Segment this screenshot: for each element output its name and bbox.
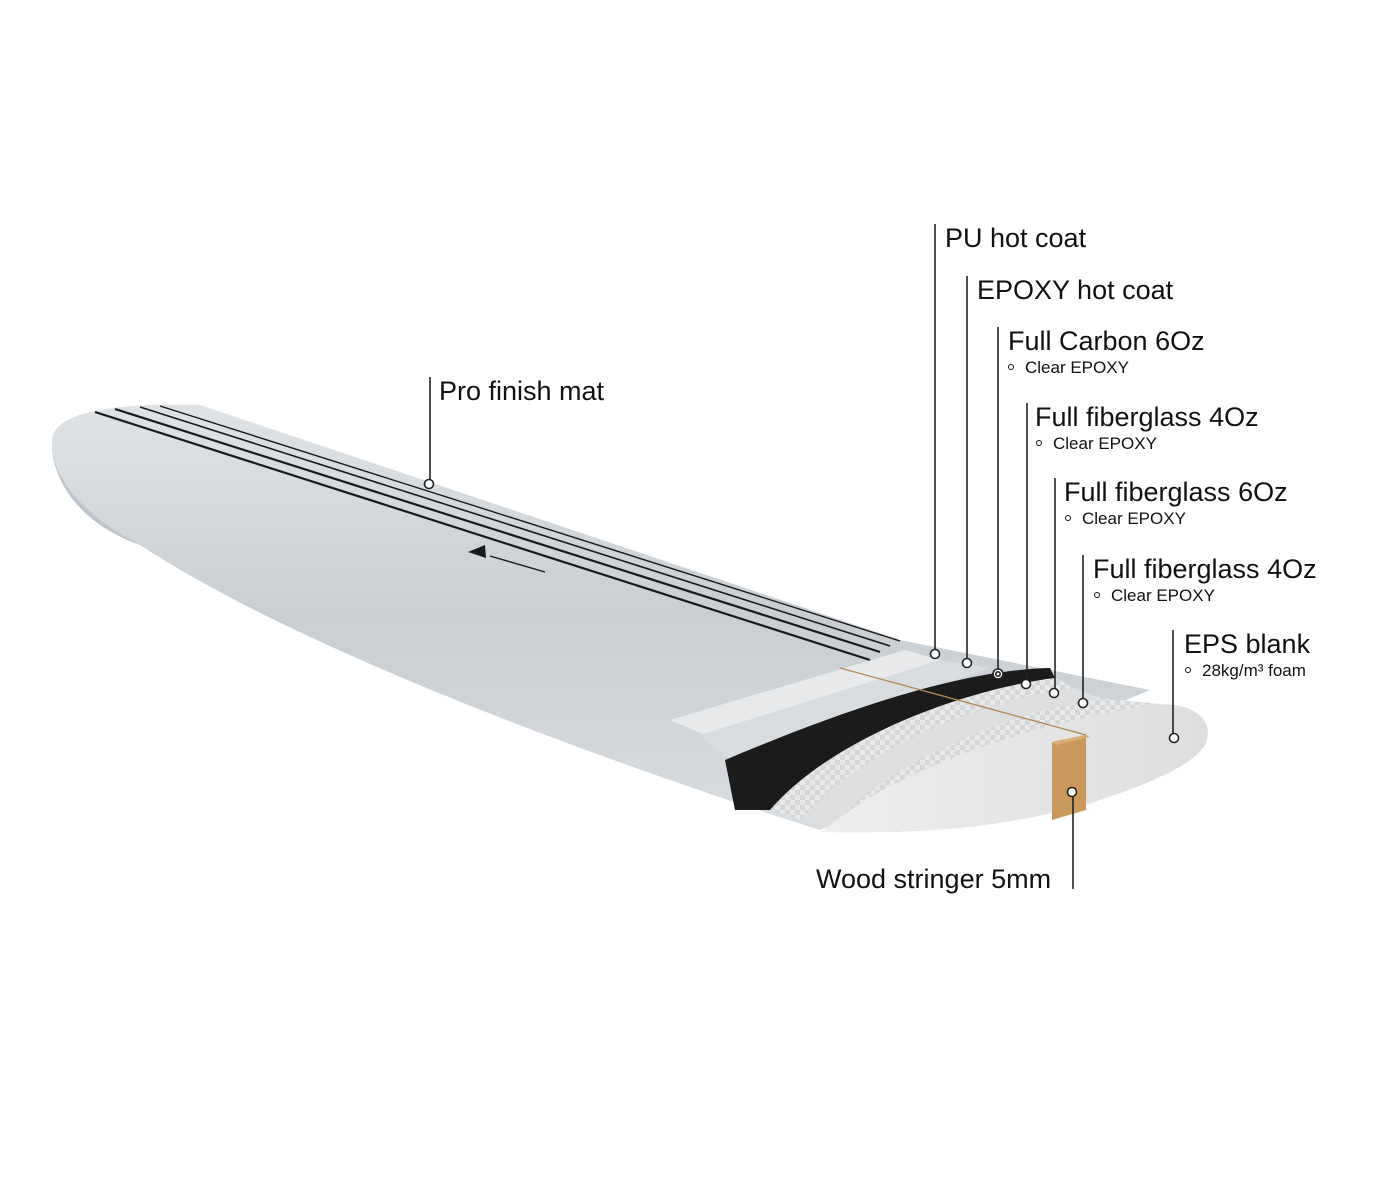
sublabel-text: 28kg/m³ foam: [1202, 661, 1306, 680]
leader-point-icon: [1168, 732, 1180, 744]
sublabel-text: Clear EPOXY: [1053, 434, 1157, 453]
leader-points: [423, 478, 1180, 798]
bullet-icon: [1065, 514, 1071, 521]
layer-section: [670, 650, 1208, 833]
surfboard: [51, 404, 1208, 833]
leader-point-icon: [929, 648, 941, 660]
sublabel-fiberglass-6oz: Clear EPOXY: [1065, 509, 1186, 529]
label-wood-stringer: Wood stringer 5mm: [816, 864, 1052, 894]
label-fiberglass-4oz-bottom: Full fiberglass 4Oz: [1093, 554, 1317, 584]
label-epoxy-hot-coat: EPOXY hot coat: [977, 275, 1174, 305]
brand-logo-icon: [468, 545, 546, 573]
leader-point-icon: [423, 478, 435, 490]
label-fiberglass-4oz-top: Full fiberglass 4Oz: [1035, 402, 1259, 432]
bullet-icon: [1036, 439, 1042, 446]
wood-stringer: [1052, 735, 1086, 820]
leader-point-icon: [961, 657, 973, 669]
leader-lines: [429, 224, 1174, 889]
layer-eps-blank: [822, 704, 1208, 833]
sublabel-fiberglass-4oz-top: Clear EPOXY: [1036, 434, 1157, 454]
bullet-icon: [1185, 666, 1191, 673]
leader-point-icon: [1048, 687, 1060, 699]
sublabel-text: Clear EPOXY: [1082, 509, 1186, 528]
sublabel-text: Clear EPOXY: [1111, 586, 1215, 605]
leader-point-icon: [1020, 678, 1032, 690]
layer-pu-hot-coat: [670, 650, 940, 735]
layer-epoxy-hot-coat: [700, 660, 990, 760]
label-pu-hot-coat: PU hot coat: [945, 223, 1087, 253]
leader-point-icon: [994, 670, 1001, 677]
layer-fiberglass-4oz-top: [770, 678, 1075, 820]
label-fiberglass-6oz: Full fiberglass 6Oz: [1064, 477, 1288, 507]
sublabel-eps-blank: 28kg/m³ foam: [1185, 661, 1306, 681]
layer-fiberglass-6oz: [800, 688, 1100, 828]
pinlines: [94, 405, 901, 662]
layer-carbon: [725, 668, 1055, 810]
label-eps-blank: EPS blank: [1184, 629, 1311, 659]
sublabel-text: Clear EPOXY: [1025, 358, 1129, 377]
bullet-icon: [1008, 363, 1014, 370]
bullet-icon: [1094, 591, 1100, 598]
leader-point-icon: [1077, 697, 1089, 709]
sublabel-full-carbon: Clear EPOXY: [1008, 358, 1129, 378]
label-full-carbon: Full Carbon 6Oz: [1008, 326, 1205, 356]
leader-point-icon: [1066, 786, 1078, 798]
label-pro-finish-mat: Pro finish mat: [439, 376, 605, 406]
sublabel-fiberglass-4oz-bottom: Clear EPOXY: [1094, 586, 1215, 606]
